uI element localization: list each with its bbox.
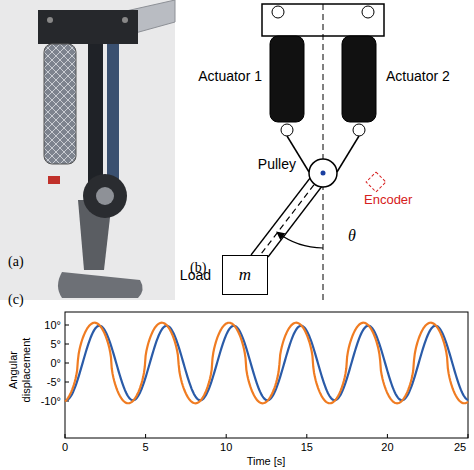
axis-title: Angular displacement [7, 330, 32, 410]
tick-label: 10 [220, 441, 232, 454]
part-name: Pulley [258, 156, 296, 172]
data-curves [65, 323, 468, 404]
chart-frame [65, 312, 468, 438]
mass-symbol: m [239, 265, 251, 285]
tick-label: -5° [47, 376, 61, 389]
schematic [251, 4, 386, 300]
pulley-outline [308, 158, 338, 188]
axis-ticks [65, 325, 468, 438]
tick-label: 5° [50, 338, 61, 351]
panel-label: (c) [8, 292, 24, 308]
tick-label: -10° [41, 395, 61, 408]
part-name: Actuator 2 [386, 68, 450, 84]
tick-label: 0 [62, 441, 68, 454]
tick-label: 20 [381, 441, 393, 454]
tick-label: 0° [50, 357, 61, 370]
part-name: Encoder [364, 193, 412, 208]
part-name: Actuator 1 [198, 68, 262, 84]
tick-label: 5 [143, 441, 149, 454]
axis-title: Time [s] [247, 455, 286, 468]
panel-label: (a) [8, 254, 24, 270]
load-box: Loadm [222, 255, 268, 295]
tick-label: 10° [44, 319, 61, 332]
arm-centerline [260, 185, 314, 255]
rig-photo [0, 0, 175, 300]
part-name: Load [180, 267, 211, 283]
tick-label: 25 [454, 441, 466, 454]
tick-label: 15 [301, 441, 313, 454]
pulley-circle: Pulley [308, 158, 338, 188]
reference-curve [65, 323, 468, 404]
angle-symbol: θ [348, 227, 356, 245]
